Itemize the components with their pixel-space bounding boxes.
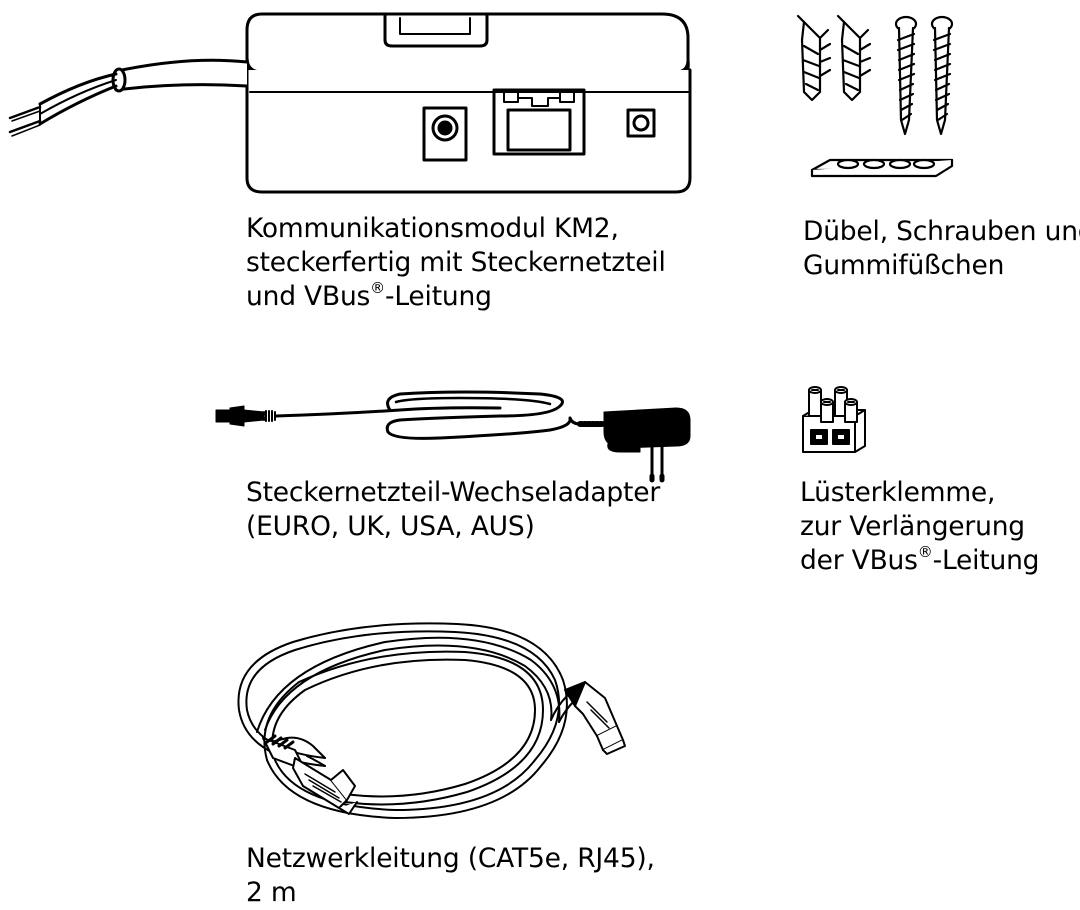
caption-line: zur Verlängerung (800, 511, 1025, 542)
caption-text: -Leitung (932, 545, 1040, 576)
terminal-block-illustration (795, 380, 885, 460)
caption-cable: Netzwerkleitung (CAT5e, RJ45), 2 m (246, 842, 655, 910)
caption-text: -Leitung (384, 281, 492, 312)
caption-terminal: Lüsterklemme, zur Verlängerung der VBus®… (800, 476, 1040, 578)
caption-line: Steckernetzteil-Wechseladapter (246, 477, 661, 508)
caption-km2: Kommunikationsmodul KM2, steckerfertig m… (246, 212, 666, 314)
caption-line: der VBus®-Leitung (800, 543, 1040, 578)
module-illustration (0, 0, 700, 200)
power-adapter-illustration (200, 380, 700, 490)
registered-mark: ® (370, 279, 385, 297)
caption-adapter: Steckernetzteil-Wechseladapter (EURO, UK… (246, 476, 660, 544)
caption-line: Lüsterklemme, (800, 477, 996, 508)
caption-line: (EURO, UK, USA, AUS) (246, 511, 535, 542)
caption-line: steckerfertig mit Steckernetzteil (246, 247, 666, 278)
caption-text: und VBus (246, 281, 371, 312)
registered-mark: ® (917, 543, 933, 561)
caption-line: Netzwerkleitung (CAT5e, RJ45), (246, 843, 655, 874)
caption-screws: Dübel, Schrauben und Gummifüßchen (803, 215, 1080, 283)
caption-line: 2 m (246, 877, 297, 908)
caption-text: der VBus (800, 545, 918, 576)
caption-line: Kommunikationsmodul KM2, (246, 213, 619, 244)
network-cable-illustration (235, 610, 635, 835)
caption-line: Dübel, Schrauben und (803, 216, 1080, 247)
caption-line: und VBus®-Leitung (246, 280, 666, 314)
caption-line: Gummifüßchen (803, 250, 1005, 281)
dowels-screws-illustration (790, 10, 970, 185)
